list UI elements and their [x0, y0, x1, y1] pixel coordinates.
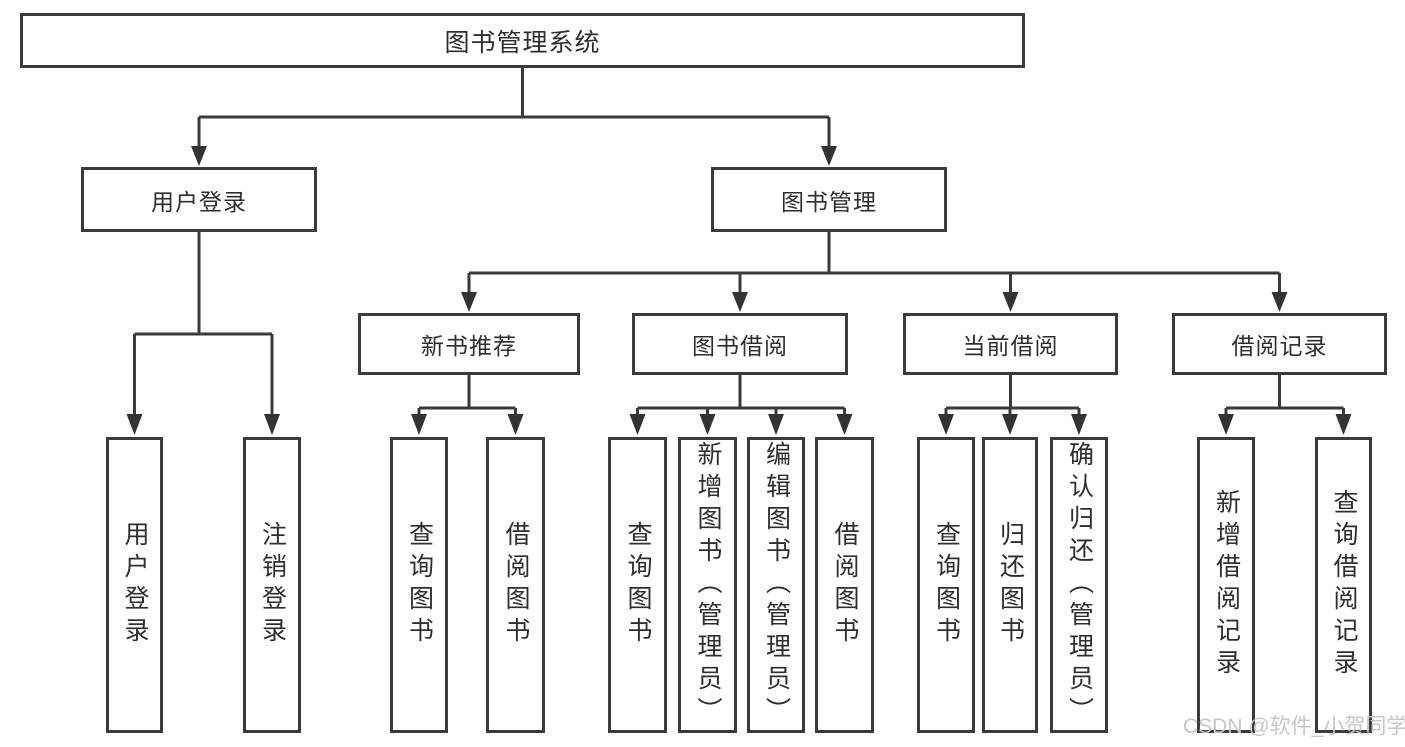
csdn-watermark: CSDN @软件_小贺同学: [1183, 715, 1405, 738]
leaf-label: 确认归还（管理员）: [1065, 441, 1094, 729]
node-label: 图书借阅: [692, 333, 788, 359]
leaf-label: 查询图书: [624, 521, 652, 649]
leaf-edit-books-admin: 编辑图书（管理员）: [747, 437, 805, 733]
node-label: 当前借阅: [962, 333, 1059, 359]
leaf-label: 编辑图书（管理员）: [762, 441, 791, 729]
leaf-label: 归还图书: [996, 521, 1025, 649]
leaf-query-books-current: 查询图书: [917, 437, 975, 733]
leaf-label: 借阅图书: [502, 521, 530, 649]
node-label: 借阅记录: [1231, 333, 1328, 359]
leaf-add-borrow-record: 新增借阅记录: [1197, 437, 1255, 733]
leaf-confirm-return-admin: 确认归还（管理员）: [1050, 437, 1108, 733]
node-library-system: 图书管理系统: [20, 13, 1025, 68]
leaf-label: 查询图书: [932, 521, 961, 649]
node-book-management: 图书管理: [711, 167, 947, 232]
node-borrowing-records: 借阅记录: [1172, 313, 1387, 375]
node-label: 用户登录: [151, 188, 247, 215]
leaf-label: 用户登录: [121, 521, 149, 649]
leaf-label: 新增图书（管理员）: [694, 441, 722, 729]
leaf-return-books: 归还图书: [982, 437, 1038, 733]
arrowhead-icons: [126, 146, 1352, 435]
leaf-query-books-borrow: 查询图书: [608, 437, 667, 733]
leaf-label: 借阅图书: [831, 521, 859, 649]
leaf-label: 注销登录: [258, 521, 287, 649]
node-current-borrowing: 当前借阅: [903, 313, 1118, 375]
node-user-login: 用户登录: [81, 167, 317, 232]
leaf-label: 新增借阅记录: [1212, 489, 1241, 681]
leaf-add-books-admin: 新增图书（管理员）: [678, 437, 737, 733]
node-label: 新书推荐: [421, 333, 517, 359]
leaf-logout: 注销登录: [243, 437, 301, 733]
node-book-borrowing: 图书借阅: [632, 313, 848, 375]
leaf-query-books-recommend: 查询图书: [390, 437, 448, 733]
leaf-borrow-books: 借阅图书: [815, 437, 874, 733]
node-label: 图书管理: [781, 188, 877, 215]
leaf-borrow-books-recommend: 借阅图书: [486, 437, 545, 733]
leaf-user-login: 用户登录: [106, 437, 163, 733]
leaf-label: 查询图书: [405, 521, 434, 649]
node-label: 图书管理系统: [444, 28, 601, 57]
leaf-query-borrow-record: 查询借阅记录: [1315, 437, 1372, 733]
leaf-label: 查询借阅记录: [1330, 489, 1358, 681]
node-new-book-recommend: 新书推荐: [358, 313, 580, 375]
